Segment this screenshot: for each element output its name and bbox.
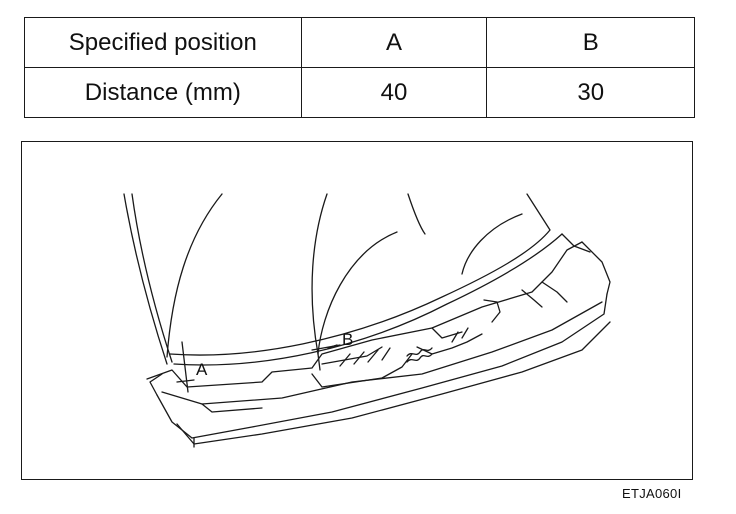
position-b-header: B (486, 17, 695, 68)
row-header-distance: Distance (mm) (24, 67, 302, 118)
specification-table: Specified position A B Distance (mm) 40 … (24, 17, 695, 118)
windshield-diagram: A B (21, 141, 693, 480)
table-row: Distance (mm) 40 30 (24, 67, 695, 118)
figure-code: ETJA060I (622, 486, 682, 501)
table-row: Specified position A B (24, 17, 695, 68)
windshield-drawing (123, 193, 611, 448)
distance-b-value: 30 (486, 67, 695, 118)
distance-a-value: 40 (300, 67, 488, 118)
row-header-specified-position: Specified position (24, 17, 302, 68)
point-a-label: A (196, 360, 208, 379)
point-b-label: B (342, 330, 354, 349)
position-a-header: A (300, 17, 488, 68)
